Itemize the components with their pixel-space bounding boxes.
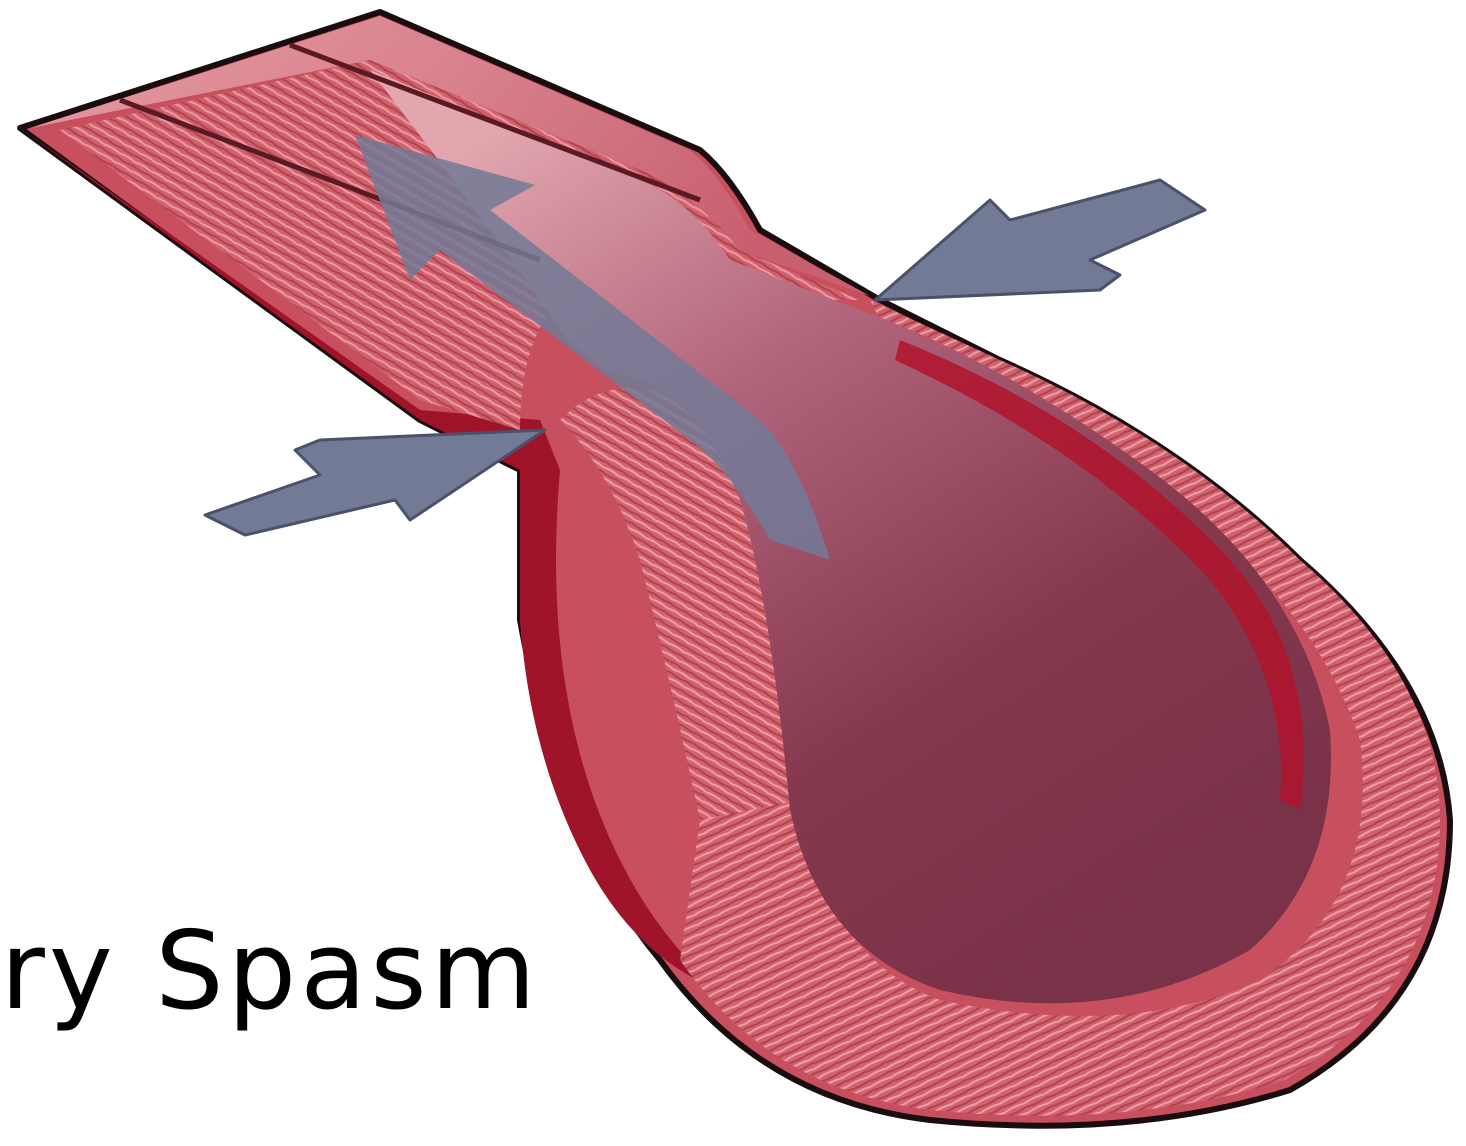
compression-arrow-right-icon xyxy=(875,180,1205,300)
compression-arrow-left-icon xyxy=(205,430,545,535)
caption-text: ery Spasm xyxy=(0,918,540,1026)
